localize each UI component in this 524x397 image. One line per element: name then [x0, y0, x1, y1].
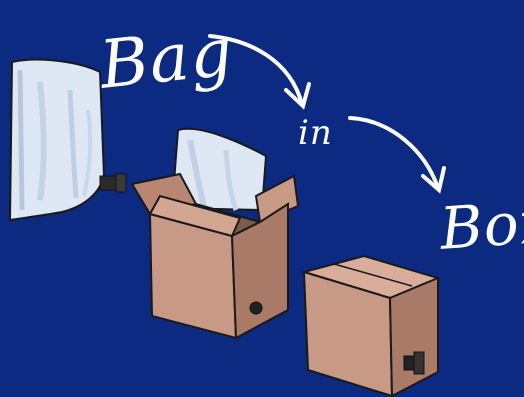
arrow-in-to-box [350, 118, 444, 190]
caption-word-bag: Bag [97, 19, 236, 99]
caption-word-box: Box [438, 192, 524, 258]
closed-box-illustration [304, 256, 438, 396]
caption-word-in: in [298, 116, 333, 150]
open-box-illustration [132, 129, 298, 338]
